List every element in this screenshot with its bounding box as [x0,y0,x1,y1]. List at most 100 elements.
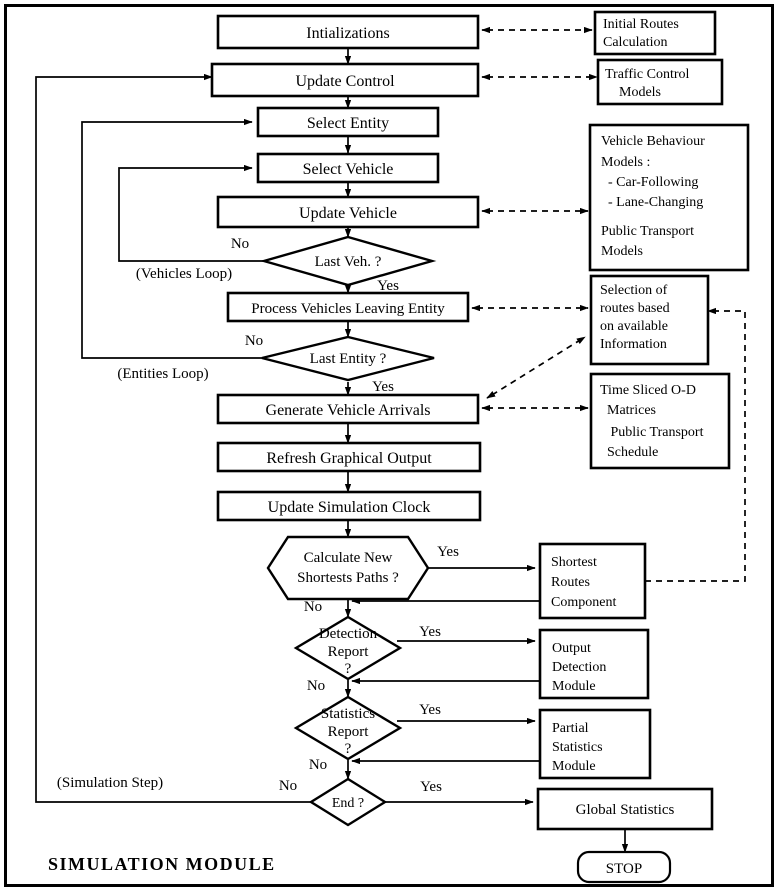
detection-report-branch [351,637,540,685]
node-statistics-report-decision[interactable]: Statistics Report ? [293,695,403,761]
node-last-entity-decision[interactable]: Last Entity ? [261,335,435,382]
node-label-update-control: Update Control [295,73,395,90]
side-label-vbm-2: Models : [601,155,650,170]
side-label-initial-routes-1: Initial Routes [603,17,679,32]
edge-label-end-yes: Yes [420,779,442,795]
node-detection-report-decision[interactable]: Detection Report ? [293,615,403,681]
end-yes-branch [382,798,629,853]
edge-label-simulation-step: (Simulation Step) [57,775,163,791]
node-initial-routes-calculation[interactable]: Initial Routes Calculation [593,10,717,56]
edge-label-detection-yes: Yes [419,624,441,640]
side-label-od-4: Schedule [600,445,658,460]
side-label-vbm-3: - Car-Following [601,175,698,190]
node-last-veh-decision[interactable]: Last Veh. ? [259,235,437,287]
side-label-sel-routes-4: Information [600,337,667,352]
node-label-intializations: Intializations [306,25,390,42]
node-label-detection-3: ? [345,661,352,677]
node-global-statistics[interactable]: Global Statistics [536,787,714,831]
side-label-vbm-6: Public Transport [601,224,694,239]
node-label-stop: STOP [606,861,642,877]
model-dashed-connectors [471,26,746,582]
entities-loop-connector [81,118,288,359]
node-vehicle-behaviour-models[interactable]: Vehicle Behaviour Models : - Car-Followi… [588,123,750,272]
edge-label-last-entity-yes: Yes [372,379,394,395]
node-label-select-entity: Select Entity [307,115,389,132]
edge-label-statistics-no: No [309,757,327,773]
side-label-psm-1: Partial [552,721,589,736]
side-label-src-2: Routes [551,575,590,590]
side-label-vbm-4: - Lane-Changing [601,195,703,210]
node-label-update-simulation-clock: Update Simulation Clock [268,499,431,516]
side-label-odm-2: Detection [552,660,606,675]
side-label-traffic-control-2: Models [605,85,661,100]
edge-label-last-veh-no: No [231,236,249,252]
node-end-decision[interactable]: End ? [308,777,388,827]
shortest-paths-branch [351,564,540,605]
node-label-statistics-2: Report [328,724,370,740]
side-label-sel-routes-1: Selection of [600,283,668,298]
node-label-last-veh: Last Veh. ? [315,254,382,270]
node-label-refresh-graphical-output: Refresh Graphical Output [266,450,432,467]
node-label-statistics-1: Statistics [321,706,375,722]
edge-label-vehicles-loop: (Vehicles Loop) [136,266,232,282]
side-label-odm-1: Output [552,641,591,656]
node-label-end: End ? [332,796,364,811]
node-label-detection-2: Report [328,644,370,660]
side-label-traffic-control-1: Traffic Control [605,67,690,82]
side-label-vbm-1: Vehicle Behaviour [601,134,705,149]
node-label-select-vehicle: Select Vehicle [303,161,394,178]
side-label-od-3: Public Transport [600,425,704,440]
page-title: SIMULATION MODULE [48,854,276,874]
diagram-border [4,4,774,887]
node-select-vehicle[interactable]: Select Vehicle [256,152,440,184]
edge-label-entities-loop: (Entities Loop) [117,366,208,382]
node-refresh-graphical-output[interactable]: Refresh Graphical Output [216,441,482,473]
node-partial-statistics-module[interactable]: Partial Statistics Module [538,708,652,780]
edge-label-shortest-yes: Yes [437,544,459,560]
node-calculate-shortest-paths-decision[interactable]: Calculate New Shortests Paths ? [266,535,430,601]
statistics-report-branch [351,717,540,765]
vehicles-loop-connector [118,164,288,262]
node-intializations[interactable]: Intializations [216,14,480,50]
node-selection-of-routes[interactable]: Selection of routes based on available I… [589,274,710,366]
node-label-update-vehicle: Update Vehicle [299,205,397,222]
edge-label-end-no: No [279,778,297,794]
simulation-step-loop-connector [35,73,314,803]
node-label-statistics-3: ? [345,741,352,757]
side-label-psm-2: Statistics [552,740,603,755]
node-process-vehicles-leaving-entity[interactable]: Process Vehicles Leaving Entity [226,291,470,323]
node-label-process-vehicles: Process Vehicles Leaving Entity [251,301,445,317]
side-label-src-3: Component [551,595,616,610]
node-label-calc-paths-1: Calculate New [304,550,393,566]
edge-label-last-entity-no: No [245,333,263,349]
node-label-last-entity: Last Entity ? [310,351,387,367]
node-update-vehicle[interactable]: Update Vehicle [216,195,480,229]
edge-label-last-veh-yes: Yes [377,278,399,294]
side-label-global-statistics: Global Statistics [576,802,675,818]
node-shortest-routes-component[interactable]: Shortest Routes Component [538,542,647,620]
side-label-vbm-7: Models [601,244,643,259]
side-label-od-2: Matrices [600,403,656,418]
node-stop-terminator[interactable]: STOP [576,850,672,884]
side-label-initial-routes-2: Calculation [603,35,668,50]
edge-label-detection-no: No [307,678,325,694]
side-label-od-1: Time Sliced O-D [600,383,696,398]
node-update-simulation-clock[interactable]: Update Simulation Clock [216,490,482,522]
node-label-calc-paths-2: Shortests Paths ? [297,570,399,586]
node-output-detection-module[interactable]: Output Detection Module [538,628,650,700]
node-update-control[interactable]: Update Control [210,62,480,98]
side-label-sel-routes-2: routes based [600,301,670,316]
side-label-sel-routes-3: on available [600,319,668,334]
side-label-psm-3: Module [552,759,596,774]
node-generate-vehicle-arrivals[interactable]: Generate Vehicle Arrivals [216,393,480,425]
edge-label-shortest-no: No [304,599,322,615]
node-label-detection-1: Detection [319,626,378,642]
node-traffic-control-models[interactable]: Traffic Control Models [596,58,724,106]
side-label-src-1: Shortest [551,555,597,570]
side-label-odm-3: Module [552,679,596,694]
node-select-entity[interactable]: Select Entity [256,106,440,138]
node-time-sliced-od-matrices[interactable]: Time Sliced O-D Matrices Public Transpor… [589,372,731,470]
edge-label-statistics-yes: Yes [419,702,441,718]
